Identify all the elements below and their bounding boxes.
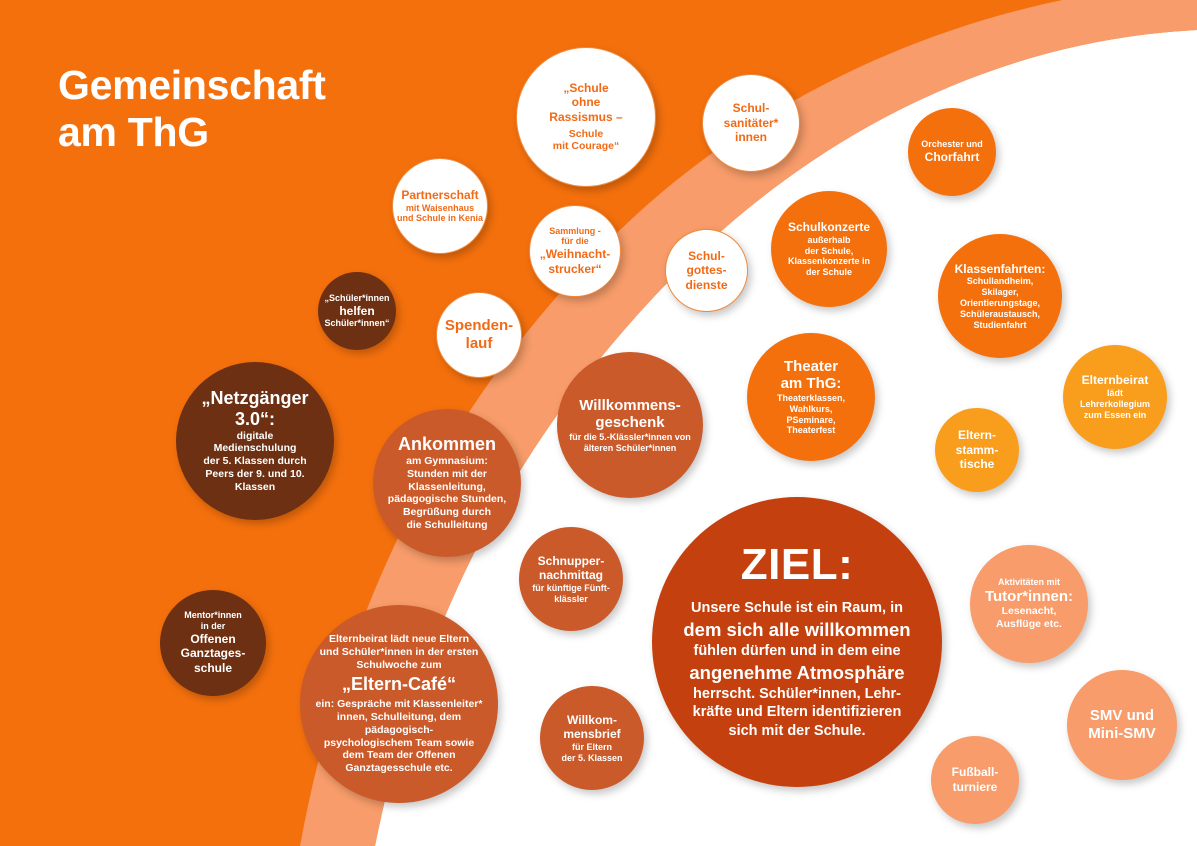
bubble-subtitle-top: Elternbeirat lädt neue Eltern und Schüle… (319, 633, 479, 671)
bubble-subtitle: Orchester und (921, 139, 983, 150)
bubble-subtitle: für die 5.-Klässler*innen von älteren Sc… (569, 431, 691, 453)
bubble-schulkonzerte[interactable]: Schulkonzerte außerhalb der Schule, Klas… (771, 191, 887, 307)
page-title: Gemeinschaft am ThG (58, 62, 326, 155)
bubble-title: Willkommens- geschenk (579, 396, 681, 432)
bubble-subtitle-top: Aktivitäten mit (997, 576, 1060, 587)
bubble-subtitle: ein: Gespräche mit Klassenleiter* innen,… (315, 698, 483, 775)
bubble-title: „Schule ohne Rassismus – (549, 80, 623, 125)
bubble-title: Schul- gottes- dienste (685, 248, 728, 292)
bubble-subtitle: Schule mit Courage“ (552, 127, 620, 153)
ziel-line-1: Unsere Schule ist ein Raum, in (691, 599, 903, 616)
bubble-title: Theater am ThG: (780, 357, 842, 393)
bubble-spendenlauf[interactable]: Spenden- lauf (436, 292, 522, 378)
bubble-tutorinnen[interactable]: Aktivitäten mit Tutor*innen: Lesenacht, … (970, 545, 1088, 663)
bubble-partnerschaft[interactable]: Partnerschaft mit Waisenhaus und Schule … (392, 158, 488, 254)
bubble-klassenfahrten[interactable]: Klassenfahrten: Schullandheim, Skilager,… (938, 234, 1062, 358)
ziel-body: Unsere Schule ist ein Raum, in dem sich … (670, 599, 924, 741)
bubble-subtitle: Theaterklassen, Wahlkurs, PSeminare, The… (776, 393, 846, 436)
bubble-willkommensgeschenk[interactable]: Willkommens- geschenk für die 5.-Klässle… (557, 352, 703, 498)
ziel-line-2: dem sich alle willkommen (683, 618, 911, 640)
bubble-fussballturniere[interactable]: Fußball- turniere (931, 736, 1019, 824)
bubble-subtitle: Schullandheim, Skilager, Orientierungsta… (959, 276, 1041, 330)
bubble-title: Spenden- lauf (444, 317, 514, 352)
bubble-schulgottesdienste[interactable]: Schul- gottes- dienste (665, 229, 748, 312)
bubble-title: Partnerschaft (401, 187, 479, 202)
bubble-title: Schulkonzerte (787, 220, 871, 235)
bubble-title: Schnupper- nachmittag (537, 553, 605, 583)
bubble-schnuppernachmittag[interactable]: Schnupper- nachmittag für künftige Fünft… (519, 527, 623, 631)
bubble-title: Ankommen (397, 434, 496, 455)
bubble-title: Elternbeirat (1081, 373, 1149, 388)
bubble-subtitle: digitale Medienschulung der 5. Klassen d… (203, 429, 307, 493)
bubble-eltern-cafe[interactable]: Elternbeirat lädt neue Eltern und Schüle… (300, 605, 498, 803)
bubble-subtitle-top: Mentor*innen in der (184, 610, 242, 632)
bubble-subtitle: lädt Lehrerkollegium zum Essen ein (1079, 388, 1151, 420)
bubble-title: Tutor*innen: (984, 587, 1074, 605)
bubble-title: Willkom- mensbrief (563, 712, 621, 742)
bubble-title: Offenen Ganztages- schule (180, 631, 246, 676)
bubble-title: Schul- sanitäter* innen (723, 101, 779, 145)
bubble-subtitle: Schüler*innen“ (324, 318, 390, 329)
bubble-title: Fußball- turniere (951, 765, 999, 794)
corner-wedge (0, 0, 430, 470)
ziel-heading: ZIEL: (740, 539, 854, 589)
bubble-subtitle: außerhalb der Schule, Klassenkonzerte in… (787, 234, 871, 278)
bubble-subtitle: für Eltern der 5. Klassen (561, 741, 623, 763)
bubble-schueler-helfen-schueler[interactable]: „Schüler*innen helfen Schüler*innen“ (318, 272, 396, 350)
bubble-schule-ohne-rassismus[interactable]: „Schule ohne Rassismus – Schule mit Cour… (516, 47, 656, 187)
bubble-weihnachtstrucker[interactable]: Sammlung - für die „Weihnacht- strucker“ (529, 205, 621, 297)
ziel-line-6: kräfte und Eltern identifizieren (692, 704, 902, 721)
ziel-line-7: sich mit der Schule. (728, 723, 866, 740)
bubble-elternstammtische[interactable]: Eltern- stamm- tische (935, 408, 1019, 492)
bubble-smv[interactable]: SMV und Mini-SMV (1067, 670, 1177, 780)
bubble-schulsanitaeter[interactable]: Schul- sanitäter* innen (702, 74, 800, 172)
bubble-title: Klassenfahrten: (954, 261, 1046, 276)
ziel-line-5: herrscht. Schüler*innen, Lehr- (693, 685, 901, 702)
bubble-title: „Eltern-Café“ (341, 674, 457, 695)
bubble-title: „Weihnacht- strucker“ (539, 247, 611, 276)
bubble-ziel-center[interactable]: ZIEL: Unsere Schule ist ein Raum, in dem… (652, 497, 942, 787)
bubble-subtitle: für künftige Fünft- klässler (532, 582, 610, 604)
bubble-theater-am-thg[interactable]: Theater am ThG: Theaterklassen, Wahlkurs… (747, 333, 875, 461)
bubble-orchester-chorfahrt[interactable]: Orchester und Chorfahrt (908, 108, 996, 196)
bubble-title: SMV und Mini-SMV (1088, 707, 1156, 742)
bubble-subtitle-top: Sammlung - für die (549, 225, 601, 247)
ziel-line-3: fühlen dürfen und in dem eine (693, 642, 901, 659)
bubble-ankommen[interactable]: Ankommen am Gymnasium: Stunden mit der K… (373, 409, 521, 557)
bubble-netzgaenger[interactable]: „Netzgänger 3.0“: digitale Medienschulun… (176, 362, 334, 520)
ziel-line-4: angenehme Atmosphäre (689, 661, 905, 683)
bubble-willkommensbrief[interactable]: Willkom- mensbrief für Eltern der 5. Kla… (540, 686, 644, 790)
bubble-subtitle: mit Waisenhaus und Schule in Kenia (397, 202, 484, 224)
bubble-title: Chorfahrt (924, 150, 980, 165)
bubble-elternbeirat-essen[interactable]: Elternbeirat lädt Lehrerkollegium zum Es… (1063, 345, 1167, 449)
bubble-subtitle: Lesenacht, Ausflüge etc. (996, 605, 1062, 631)
bubble-subtitle: am Gymnasium: Stunden mit der Klassenlei… (387, 454, 507, 531)
bubble-title: helfen (339, 303, 375, 318)
bubble-subtitle-top: „Schüler*innen (324, 292, 390, 303)
bubble-title: „Netzgänger 3.0“: (201, 388, 309, 429)
bubble-mentorinnen-ogs[interactable]: Mentor*innen in der Offenen Ganztages- s… (160, 590, 266, 696)
bubble-title: Eltern- stamm- tische (955, 428, 999, 472)
